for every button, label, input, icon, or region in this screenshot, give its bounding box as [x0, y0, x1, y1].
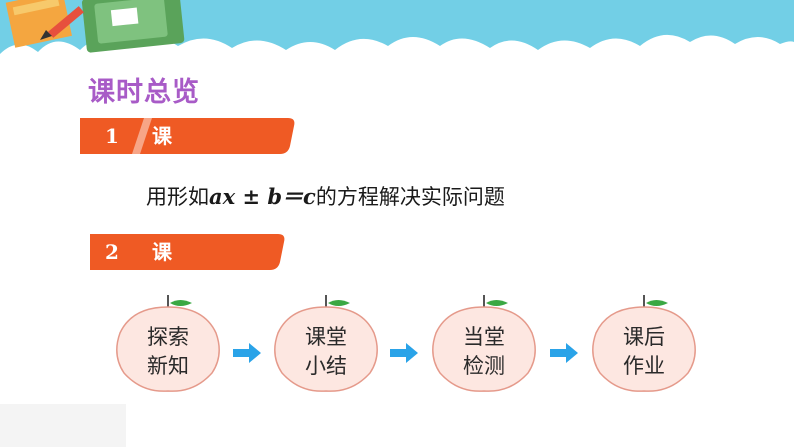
arrow-right-icon — [550, 343, 578, 363]
flow-step-3-text: 当堂 检测 — [428, 323, 540, 381]
leaf-icon — [646, 300, 668, 306]
bubble-shape — [274, 295, 378, 392]
flow-step-4-line2: 作业 — [623, 354, 665, 378]
flow-step-1-text: 探索 新知 — [112, 323, 224, 381]
flow-step-2-text: 课堂 小结 — [270, 323, 382, 381]
leaf-icon — [170, 300, 192, 306]
content-suffix: 的方程解决实际问题 — [315, 185, 505, 209]
leaf-icon — [328, 300, 350, 306]
arrow-right-icon — [390, 343, 418, 363]
bubble-shape — [432, 295, 536, 392]
flow-step-1-line1: 探索 — [147, 325, 189, 349]
flow-step-2: 课堂 小结 — [270, 293, 382, 393]
leaf-icon — [486, 300, 508, 306]
flow-step-3: 当堂 检测 — [428, 293, 540, 393]
flow-step-2-line2: 小结 — [305, 354, 347, 378]
flow-step-4-text: 课后 作业 — [588, 323, 700, 381]
bottom-corner-panel — [0, 404, 126, 447]
flow-step-1-line2: 新知 — [147, 354, 189, 378]
content-math: ax ± b＝c — [209, 184, 316, 209]
header-banner — [0, 0, 794, 92]
flow-step-2-line1: 课堂 — [305, 325, 347, 349]
section-label-2: 课时流程 — [152, 240, 173, 372]
bubble-shape — [592, 295, 696, 392]
flow-step-4-line1: 课后 — [623, 325, 665, 349]
section-tag-2-shape — [90, 234, 285, 270]
bubble-shape — [116, 295, 220, 392]
arrow-right-icon — [233, 343, 261, 363]
section-number-1: 1 — [105, 124, 119, 148]
page-title: 课时总览 — [88, 77, 200, 108]
pencil-icon — [40, 6, 84, 40]
flow-step-4: 课后 作业 — [588, 293, 700, 393]
flow-step-3-line1: 当堂 — [463, 325, 505, 349]
section-label-1: 课堂探究点 — [152, 124, 173, 292]
flow-step-3-line2: 检测 — [463, 354, 505, 378]
content-prefix: 用形如 — [146, 185, 209, 209]
cloud-banner — [0, 0, 794, 92]
flow-step-1: 探索 新知 — [112, 293, 224, 393]
content-line: 用形如ax ± b＝c的方程解决实际问题 — [146, 181, 505, 211]
section-tag-1-shape — [80, 118, 295, 154]
section-number-2: 2 — [105, 240, 119, 264]
notebook-icon — [81, 0, 185, 53]
